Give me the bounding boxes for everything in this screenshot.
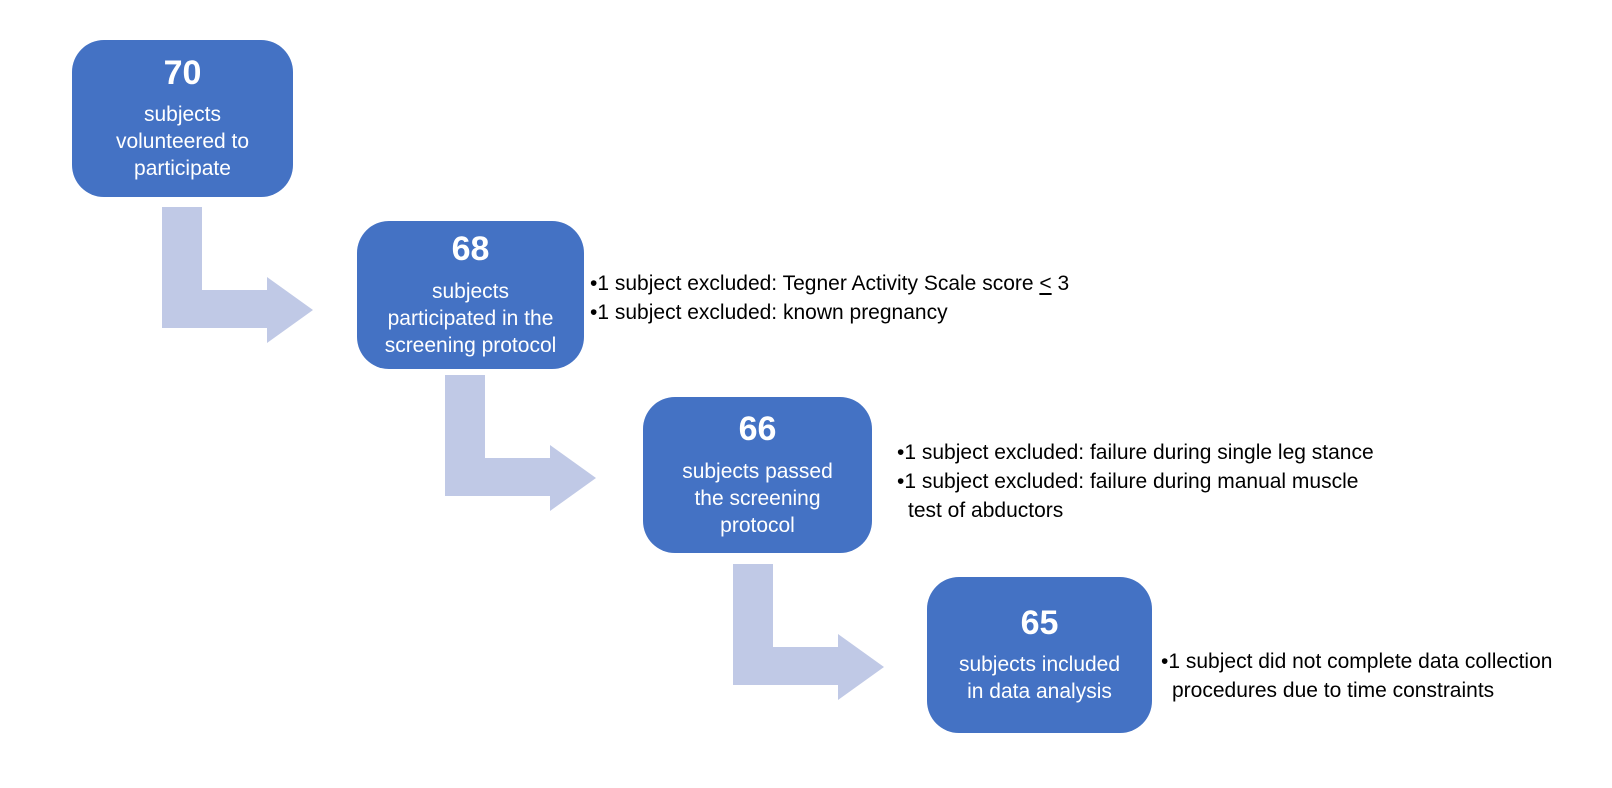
note-text: 3	[1051, 272, 1070, 295]
exclusion-notes-66: •1 subject excluded: failure during sing…	[897, 438, 1374, 525]
bullet-marker: •	[897, 470, 905, 493]
flow-box-volunteered: 70 subjects volunteered to participate	[72, 40, 293, 197]
exclusion-notes-68: •1 subject excluded: Tegner Activity Sca…	[590, 269, 1069, 327]
note-line-continuation: test of abductors	[897, 496, 1374, 525]
note-text-underlined: <	[1039, 272, 1052, 295]
bullet-marker: •	[1161, 650, 1169, 673]
elbow-arrow-icon	[445, 375, 596, 511]
bullet-marker: •	[590, 272, 598, 295]
exclusion-notes-65: •1 subject did not complete data collect…	[1161, 647, 1552, 705]
note-line: •1 subject excluded: known pregnancy	[590, 298, 1069, 327]
note-text: test of abductors	[908, 499, 1064, 522]
box-count: 66	[738, 410, 777, 449]
bullet-marker: •	[897, 441, 905, 464]
box-count: 65	[1020, 603, 1059, 642]
note-text: 1 subject did not complete data collecti…	[1168, 650, 1553, 673]
box-count: 68	[451, 230, 490, 269]
note-line-continuation: procedures due to time constraints	[1161, 676, 1552, 705]
note-line: •1 subject excluded: failure during sing…	[897, 438, 1374, 467]
elbow-arrow-icon	[162, 207, 313, 343]
box-count: 70	[163, 53, 202, 92]
box-label: subjects included in data analysis	[958, 653, 1121, 704]
flow-box-data-analysis: 65 subjects included in data analysis	[927, 577, 1152, 733]
bullet-marker: •	[590, 301, 598, 324]
box-label: subjects participated in the screening p…	[384, 279, 557, 357]
note-text: 1 subject excluded: Tegner Activity Scal…	[597, 272, 1040, 295]
note-text: 1 subject excluded: failure during singl…	[904, 441, 1374, 464]
note-text: procedures due to time constraints	[1172, 679, 1495, 702]
elbow-arrow-icon	[733, 564, 884, 700]
note-text: 1 subject excluded: known pregnancy	[597, 301, 948, 324]
box-label: subjects passed the screening protocol	[682, 459, 833, 537]
box-label: subjects volunteered to participate	[115, 103, 250, 181]
flow-box-screening-passed: 66 subjects passed the screening protoco…	[643, 397, 872, 553]
note-line: •1 subject excluded: Tegner Activity Sca…	[590, 269, 1069, 298]
note-line: •1 subject did not complete data collect…	[1161, 647, 1552, 676]
note-text: 1 subject excluded: failure during manua…	[904, 470, 1359, 493]
note-line: •1 subject excluded: failure during manu…	[897, 467, 1374, 496]
flow-box-screening-participated: 68 subjects participated in the screenin…	[357, 221, 584, 369]
